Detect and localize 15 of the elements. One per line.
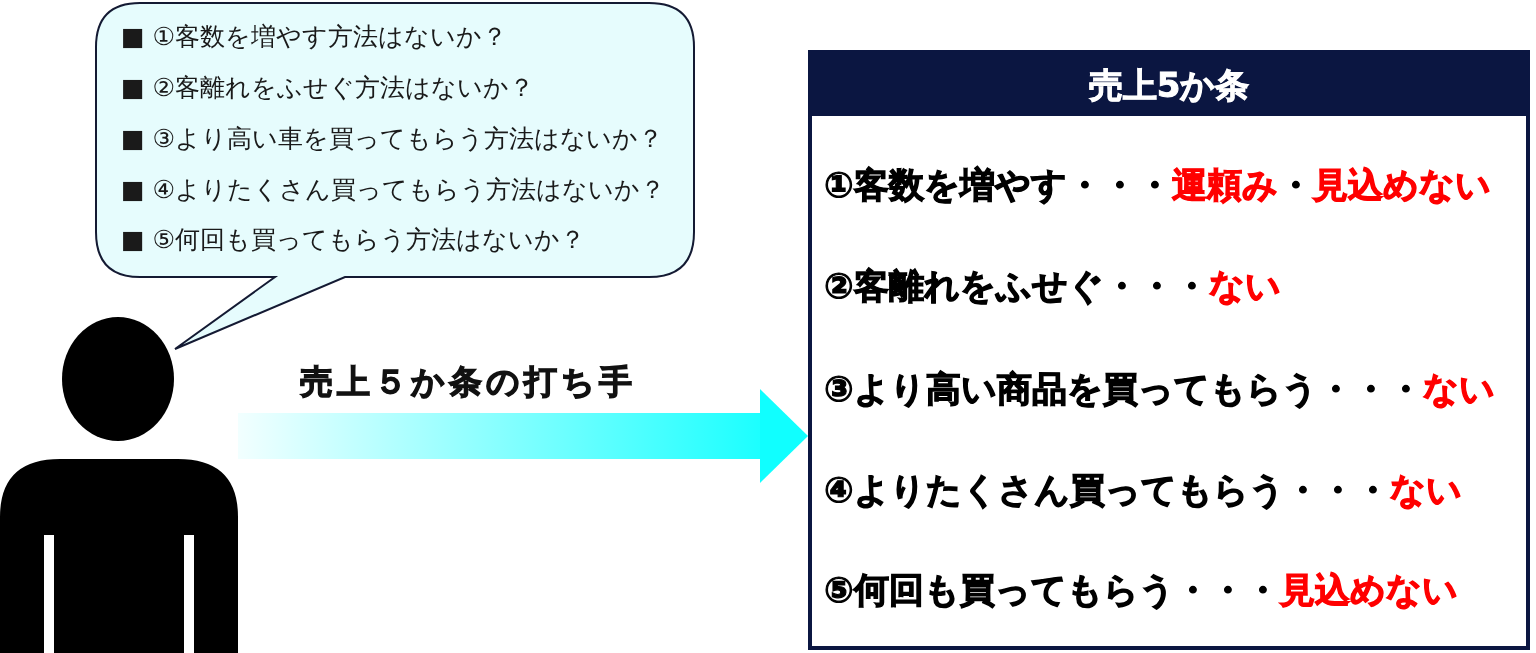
- edge-label: 売上５か条の打ち手: [300, 362, 636, 402]
- header-bar: 売上5か条: [812, 54, 1526, 116]
- question-text: ■ ⑤何回も買ってもらう方法はないか？: [121, 224, 585, 256]
- question-text: ■ ③より高い車を買ってもらう方法はないか？: [121, 123, 663, 155]
- person-silhouette: [0, 317, 238, 653]
- item-text: ④よりたくさん買ってもらう・・・ない: [824, 469, 1462, 512]
- question-text: ■ ①客数を増やす方法はないか？: [121, 21, 507, 53]
- question-text: ■ ②客離れをふせぐ方法はないか？: [121, 72, 534, 104]
- item-text: ①客数を増やす・・・運頼み・見込めない: [824, 164, 1491, 207]
- item-text: ②客離れをふせぐ・・・ない: [824, 265, 1281, 308]
- item-text: ⑤何回も買ってもらう・・・見込めない: [824, 569, 1458, 612]
- item-text: ③より高い商品を買ってもらう・・・ない: [824, 368, 1495, 411]
- speech-bubble: [95, 2, 695, 351]
- question-text: ■ ④よりたくさん買ってもらう方法はないか？: [121, 174, 665, 206]
- summary-panel: [808, 50, 1530, 650]
